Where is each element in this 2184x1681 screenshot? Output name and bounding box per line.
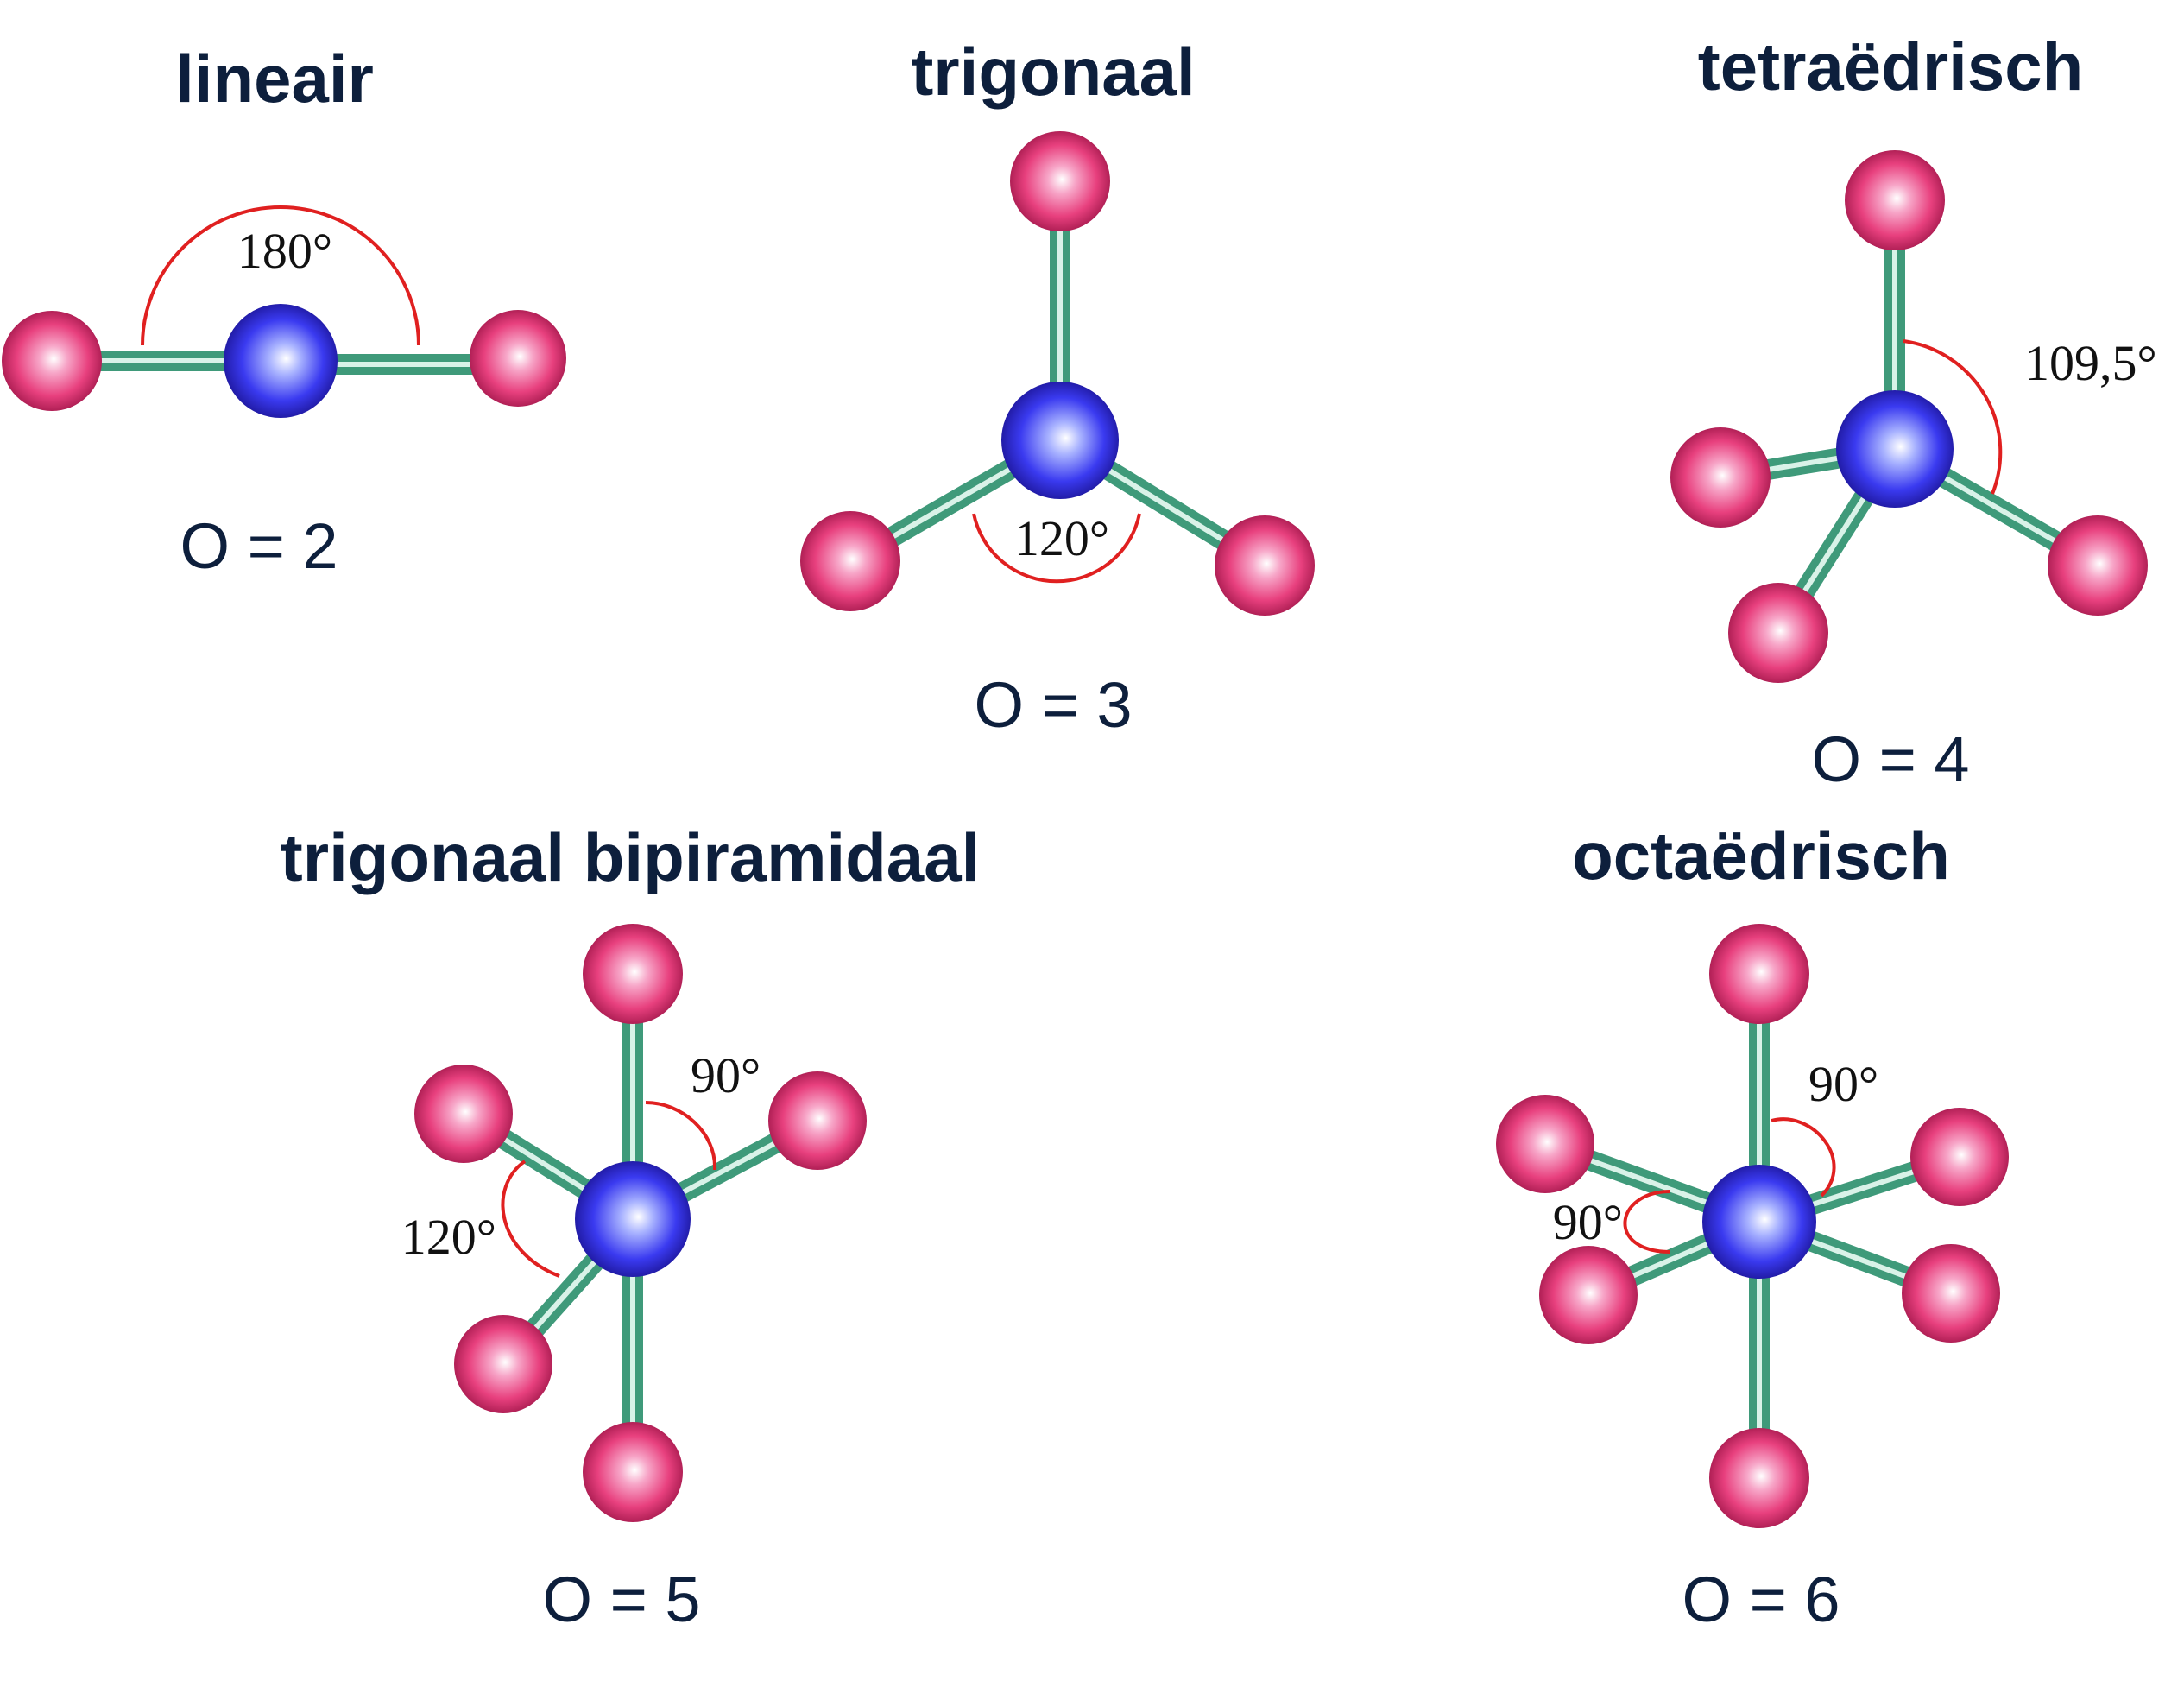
ligand-atom [1709,1428,1809,1528]
central-atom [1836,390,1954,508]
ligand-atom [414,1065,513,1163]
angle-arc [972,513,1141,584]
ligand-atom [2,311,102,411]
bond-group [845,181,1271,575]
angle-label: 180° [237,223,332,279]
ligand-atom [583,924,683,1024]
geometry-title: lineair [175,41,374,117]
geometry-trigonal-bipyramidal: trigonaal bipiramidaal 90° 120° O = 5 [281,819,981,1635]
ligand-atom [1845,150,1945,250]
ligand-atom [470,310,566,407]
geometry-octahedral: octaëdrisch 90° 90° O = 6 [1496,818,2009,1635]
ligand-atom [1670,427,1771,528]
ligand-atom [1010,131,1110,231]
coordination-number: O = 4 [1811,724,1969,795]
coordination-number: O = 2 [180,510,338,582]
geometry-linear: lineair 180° O = 2 [2,41,566,582]
geometry-title: trigonaal bipiramidaal [281,819,981,895]
angle-arc [501,1160,560,1278]
angle-label: 90° [691,1047,761,1103]
central-atom [1001,382,1119,499]
angle-label: 90° [1808,1056,1878,1112]
ligand-atom [1496,1095,1594,1193]
central-atom [575,1161,691,1277]
angle-label: 120° [401,1209,496,1265]
ligand-atom [454,1315,552,1413]
coordination-number: O = 5 [542,1564,700,1635]
angle-arc [1903,339,2003,495]
ligand-atom [583,1422,683,1522]
angle-arc [1771,1117,1836,1198]
ligand-atom [800,511,900,611]
ligand-atom [2048,515,2148,616]
central-atom [1702,1165,1816,1279]
geometry-title: octaëdrisch [1572,818,1950,894]
ligand-atom [1902,1244,2000,1343]
angle-arc [141,205,420,346]
ligand-atom [1709,924,1809,1024]
angle-arc [645,1101,717,1171]
coordination-number: O = 6 [1682,1564,1840,1635]
ligand-atom [1728,583,1828,683]
geometry-title: trigonaal [911,34,1195,110]
angle-arc [1623,1190,1671,1254]
ligand-atom [1215,515,1315,616]
angle-label: 120° [1014,510,1109,566]
angle-label: 90° [1553,1194,1623,1250]
coordination-number: O = 3 [974,669,1132,741]
ligand-atom [1910,1108,2009,1206]
ligand-atom [768,1071,867,1170]
central-atom [224,304,338,418]
geometry-trigonal: trigonaal 120° O = 3 [800,34,1315,741]
geometry-title: tetraëdrisch [1698,28,2084,104]
ligand-atom [1539,1246,1638,1344]
angle-label: 109,5° [2024,335,2157,391]
geometry-tetrahedral: tetraëdrisch 109,5° O = 4 [1670,28,2157,795]
